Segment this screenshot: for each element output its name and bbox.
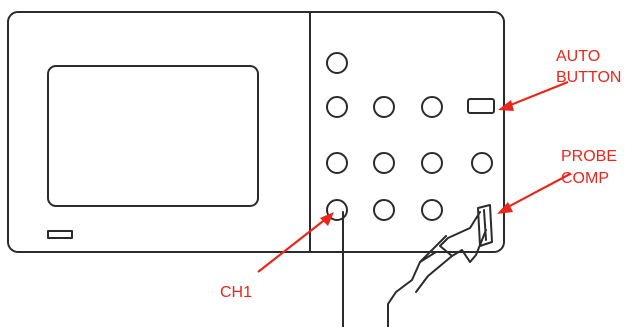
- front-panel-knobs: [326, 52, 493, 221]
- probe-clip: [387, 211, 487, 328]
- probe-comp-terminals: [477, 204, 493, 247]
- auto-button-annotation: AUTO BUTTON: [498, 48, 621, 111]
- knob: [326, 52, 348, 74]
- probe-comp-label-line1: PROBE: [561, 148, 617, 165]
- knob: [421, 152, 443, 174]
- display-screen: [47, 65, 259, 207]
- auto-button-label-line2: BUTTON: [556, 69, 621, 86]
- ch1-annotation: CH1: [220, 212, 334, 301]
- auto-button-label-line1: AUTO: [556, 48, 600, 65]
- knob: [326, 152, 348, 174]
- oscilloscope-body: [7, 11, 505, 253]
- ch1-label: CH1: [220, 284, 252, 301]
- probe-comp-annotation: PROBE COMP: [497, 148, 617, 214]
- knob: [373, 199, 395, 221]
- probe-comp-label-line2: COMP: [561, 170, 609, 187]
- knob: [373, 152, 395, 174]
- knob: [326, 96, 348, 118]
- knob: [471, 152, 493, 174]
- knob: [421, 199, 443, 221]
- knob: [373, 96, 395, 118]
- knob: [421, 96, 443, 118]
- auto-button: [467, 98, 495, 114]
- power-switch: [47, 230, 73, 239]
